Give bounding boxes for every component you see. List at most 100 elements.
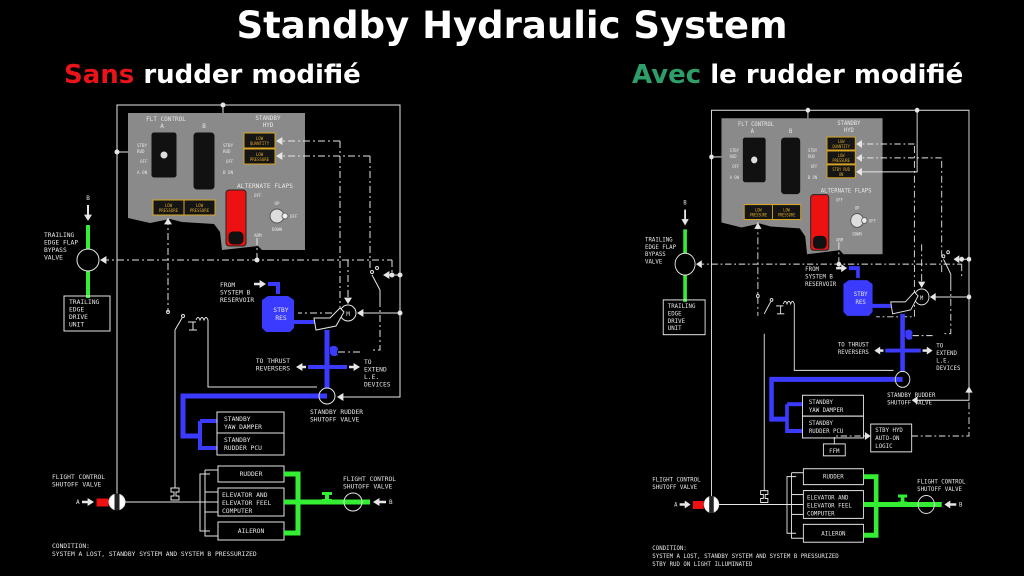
stby-res-label: RES <box>275 315 287 322</box>
to-extend-le-label: TO <box>364 359 372 366</box>
flt-control-b-low-pressure-light <box>771 204 802 220</box>
junction-dot <box>397 310 403 316</box>
system-a-closed-segment <box>692 501 704 509</box>
from-system-b-label: SYSTEM B <box>805 273 833 280</box>
condition-text: CONDITION: <box>52 543 90 550</box>
rudder-supply-line <box>769 376 903 422</box>
arrow-icon <box>296 363 303 371</box>
flt-control-a-low-pressure-light-text: PRESSURE <box>750 212 768 217</box>
stby-rud-position-label: STBY <box>808 148 818 153</box>
standby-rudder-shutoff-label: SHUTOFF VALVE <box>310 417 359 424</box>
flt-control-label: FLT CONTROL <box>146 116 186 123</box>
to-thrust-reversers-label: REVERSERS <box>838 349 869 356</box>
standby-hyd-label: HYD <box>844 128 854 134</box>
standby-hyd-label: STANDBY <box>837 121 861 127</box>
switch-b-label: B <box>202 123 206 130</box>
alternate-flaps-label: ALTERNATE FLAPS <box>821 189 872 195</box>
low-pressure-light-text: LOW <box>838 153 845 158</box>
heading-rest: rudder modifié <box>134 60 361 90</box>
low-quantity-light-text: QUANTITY <box>250 141 270 146</box>
flaps-off-label: OFF <box>290 214 298 219</box>
control-line <box>793 313 894 371</box>
low-quantity-light-text: QUANTITY <box>832 144 850 149</box>
te-bypass-valve-label: VALVE <box>44 255 63 262</box>
alt-flaps-off-label: OFF <box>836 197 843 202</box>
te-drive-unit-label: DRIVE <box>668 318 686 325</box>
te-bypass-valve-label: TRAILING <box>645 236 673 243</box>
arrow-icon <box>856 140 862 148</box>
flt-control-a-low-pressure-light-text: PRESSURE <box>159 208 179 213</box>
standby-rudder-pcu-label: STANDBY <box>809 420 834 427</box>
condition-text: CONDITION: <box>652 545 687 552</box>
flt-control-switch-b[interactable] <box>193 132 215 190</box>
fuse-icon <box>898 494 908 505</box>
switch-contact <box>370 270 374 274</box>
arrow-icon <box>681 219 689 226</box>
flight-control-shutoff-label: SHUTOFF VALVE <box>52 482 101 489</box>
auto-on-logic-label: AUTO-ON <box>875 435 900 442</box>
relay-coil-icon <box>782 300 795 314</box>
to-extend-le-label: L.E. <box>936 357 950 364</box>
flaps-up-label: UP <box>855 205 860 210</box>
flight-control-shutoff-label: FLIGHT CONTROL <box>917 478 966 485</box>
standby-rudder-pcu-label: RUDDER PCU <box>224 445 262 452</box>
elevator-label: ELEVATOR FEEL <box>807 502 852 509</box>
flt-control-label: FLT CONTROL <box>738 122 775 128</box>
standby-rudder-pcu-box <box>216 432 285 456</box>
stby-res-label: STBY <box>273 307 288 314</box>
rudder-label: RUDDER <box>240 471 263 478</box>
flt-control-b-low-pressure-light-text: LOW <box>783 207 790 212</box>
switch-contact <box>166 310 170 314</box>
elevator-label: COMPUTER <box>807 510 835 517</box>
standby-pump <box>313 307 345 331</box>
arrow-icon <box>856 167 862 176</box>
system-a-label: A <box>76 499 80 506</box>
heading-prefix-sans: Sans <box>64 60 135 90</box>
heading-with-mod: Avec le rudder modifié <box>632 60 963 90</box>
fuse-icon <box>330 345 338 357</box>
standby-yaw-damper-label: STANDBY <box>224 416 251 423</box>
junction-dot <box>959 256 964 262</box>
fuse-icon <box>905 329 913 340</box>
flt-control-a-low-pressure-light-text: LOW <box>755 207 762 212</box>
flt-control-switch-b[interactable] <box>781 137 801 195</box>
arrow-icon <box>353 363 360 371</box>
standby-rudder-pcu-box <box>802 415 864 439</box>
stby-pump-switch <box>943 258 952 275</box>
arrow-icon <box>841 264 848 273</box>
stby-rud-position-label: RUD <box>808 154 815 159</box>
off-position-label: OFF <box>140 159 148 164</box>
system-b-flight-control-shutoff-valve <box>343 492 363 512</box>
standby-rudder-shutoff-label: SHUTOFF VALVE <box>887 399 932 406</box>
arrow-icon <box>87 498 94 506</box>
from-system-b-label: RESERVOIR <box>805 281 836 288</box>
switch-knob-icon <box>281 212 289 220</box>
low-pressure-light <box>243 148 276 165</box>
relay-switch <box>763 301 772 315</box>
arrow-icon <box>696 260 702 269</box>
stby-rud-on-light-text: ON <box>839 172 844 177</box>
te-flap-bypass-valve <box>76 248 100 272</box>
arrow-icon <box>373 498 380 506</box>
stby-rud-position-label: STBY <box>223 143 234 148</box>
standby-pump <box>890 291 919 315</box>
auto-on-logic-label: LOGIC <box>875 443 893 450</box>
low-pressure-light <box>826 150 856 165</box>
flight-control-shutoff-label: SHUTOFF VALVE <box>343 484 392 491</box>
standby-rudder-pcu-label: STANDBY <box>224 437 251 444</box>
switch-b-label: B <box>789 129 793 135</box>
junction-dot <box>805 107 811 113</box>
relay-coil-icon <box>195 317 209 330</box>
page-title: Standby Hydraulic System <box>236 4 788 47</box>
standby-yaw-damper-label: YAW DAMPER <box>224 424 262 431</box>
switch-contact <box>769 297 774 302</box>
stby-res-label: STBY <box>854 291 868 298</box>
flight-control-shutoff-label: FLIGHT CONTROL <box>52 474 105 481</box>
standby-rudder-shutoff-valve <box>894 370 911 388</box>
junction-dot <box>836 261 842 267</box>
low-quantity-light <box>243 132 276 149</box>
on-position-label: A ON <box>137 170 148 175</box>
from-system-b-label: SYSTEM B <box>220 290 251 297</box>
